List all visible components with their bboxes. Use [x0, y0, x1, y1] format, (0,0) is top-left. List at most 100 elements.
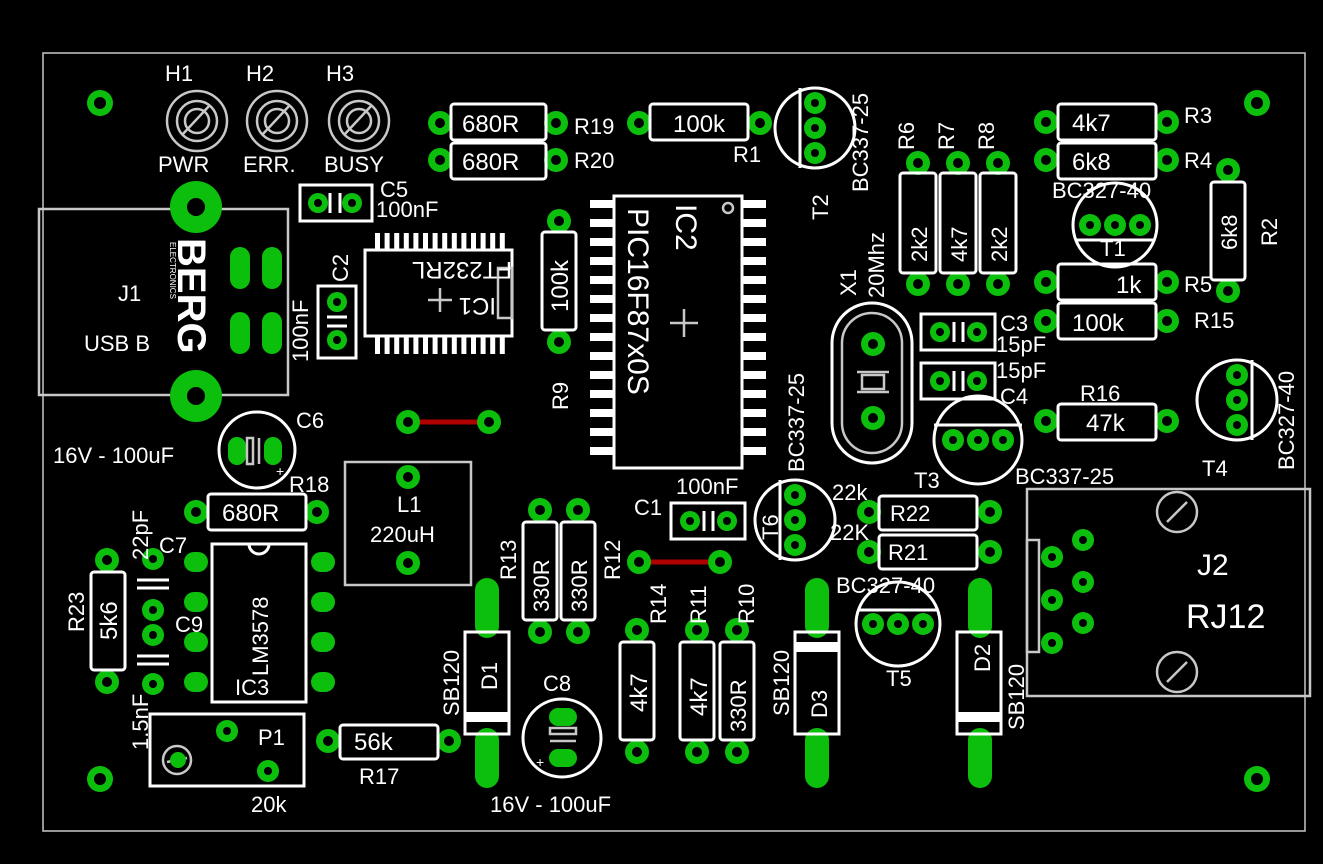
r23-value: 5k6 [96, 601, 123, 640]
l1-value: 220uH [370, 522, 435, 547]
r6-value: 2k2 [907, 227, 932, 262]
jumper-wire-2 [627, 550, 732, 574]
r21-value: 22K [830, 520, 869, 545]
r4-label: R4 [1184, 148, 1212, 173]
ic2-pin [590, 352, 614, 360]
d2-label: D2 [970, 644, 995, 672]
r8-value: 2k2 [987, 227, 1012, 262]
ic1-pin [451, 233, 457, 251]
capacitor-c8: + C8 16V - 100uF [490, 671, 611, 817]
ic3-pin [311, 672, 335, 692]
ic1-pin [423, 336, 428, 354]
r8-label: R8 [974, 122, 999, 150]
resistor-r8: 2k2 R8 [974, 122, 1018, 296]
transistor-t2: T2 BC337-25 [773, 86, 873, 220]
transistor-t3: T3 BC337-25 [914, 394, 1114, 493]
r6-label: R6 [894, 122, 919, 150]
ic3-pin [184, 632, 208, 652]
resistor-r13: 330R R13 [496, 498, 559, 644]
ic2-label: IC2 [669, 204, 702, 251]
transistor-t5: BC327-40 T5 [836, 573, 942, 691]
c5-value: 100nF [376, 197, 438, 222]
busy-label: BUSY [324, 152, 384, 177]
c1-label: C1 [634, 495, 662, 520]
r22-label: R22 [890, 501, 930, 526]
resistor-r15: 100k R15 [1034, 301, 1234, 341]
r14-label: R14 [646, 584, 671, 624]
trimmer-p1: P1 20k [148, 712, 306, 817]
resistor-r22: R22 22k [832, 480, 1002, 532]
ic1-pin [403, 233, 409, 251]
capacitor-c2: C2 100nF [288, 254, 358, 362]
r10-label: R10 [734, 584, 759, 624]
ic1-part: FT232RL [412, 256, 512, 283]
t4-label: T4 [1202, 456, 1228, 481]
r15-value: 100k [1072, 310, 1125, 337]
r11-value: 4k7 [686, 677, 713, 716]
c4-value: 15pF [996, 358, 1046, 383]
ic1-pin [375, 336, 380, 354]
c3-label: C3 [1000, 311, 1028, 336]
ic1-pin [471, 233, 476, 251]
jumper-wire-1 [396, 410, 501, 434]
r5-value: 1k [1116, 272, 1142, 299]
x1-label: X1 [836, 269, 861, 296]
ic1-pin [490, 336, 496, 354]
c6-plus: + [276, 463, 284, 479]
ic2-pin [742, 200, 766, 208]
ic2-pin [742, 352, 766, 360]
ic2-pin [590, 238, 614, 246]
r21-label: R21 [888, 540, 928, 565]
ic2-pin [742, 333, 766, 341]
resistor-r12: 330R R12 [559, 498, 625, 644]
ic2-pin [742, 447, 766, 455]
ic2-pin [742, 238, 766, 246]
t1-label: T1 [1100, 236, 1126, 261]
resistor-r9: 100k R9 [540, 209, 578, 410]
t6-part: BC337-25 [784, 373, 809, 472]
ic1-pin [384, 233, 390, 251]
t2-label: T2 [808, 194, 833, 220]
diode-d1: D1 SB120 [439, 578, 511, 788]
r2-label: R2 [1257, 218, 1282, 246]
c6-label: C6 [296, 408, 324, 433]
pwr-label: PWR [158, 152, 209, 177]
transistor-t4: BC327-40 T4 [1195, 358, 1299, 481]
ic3-label: IC3 [235, 675, 269, 700]
r3-label: R3 [1184, 103, 1212, 128]
ic2-pin [590, 447, 614, 455]
ic1-pin [384, 336, 390, 354]
d2-part: SB120 [1004, 664, 1029, 730]
mounting-holes [87, 90, 1270, 792]
resistor-r11: 4k7 R11 [678, 585, 716, 764]
ic2-pin [590, 371, 614, 379]
p1-label: P1 [258, 725, 285, 750]
transistor-t1: BC327-40 T1 [1052, 178, 1159, 269]
resistor-r18: 680R R18 [184, 472, 329, 532]
ic1-pin [413, 233, 419, 251]
transistor-t6: BC337-25 T6 [753, 373, 837, 562]
r20-label: R20 [574, 148, 614, 173]
ic2-pin [590, 276, 614, 284]
r4-value: 6k8 [1072, 149, 1111, 176]
inductor-l1: L1 220uH [343, 460, 473, 587]
resistor-r16: 47k R16 [1034, 381, 1179, 442]
chip-ic1: FT232RL IC1 [363, 233, 514, 354]
t2-part: BC337-25 [848, 93, 873, 192]
ic1-pin [423, 233, 428, 251]
h1-label: H1 [165, 61, 193, 86]
l1-label: L1 [397, 492, 421, 517]
resistor-r1: 100k R1 [627, 102, 772, 167]
r18-value: 680R [222, 500, 279, 527]
p1-value: 20k [251, 792, 287, 817]
ic2-pin [742, 409, 766, 417]
d3-label: D3 [807, 690, 832, 718]
c8-label: C8 [543, 671, 571, 696]
r5-label: R5 [1184, 272, 1212, 297]
r14-value: 4k7 [626, 673, 653, 712]
capacitor-c3: C3 15pF [919, 311, 1046, 357]
ic2-pin [590, 219, 614, 227]
resistor-r10: 330R R10 [718, 584, 759, 764]
resistor-r19: 680R R19 [428, 102, 614, 142]
resistor-r23: 5k6 R23 [64, 548, 127, 694]
